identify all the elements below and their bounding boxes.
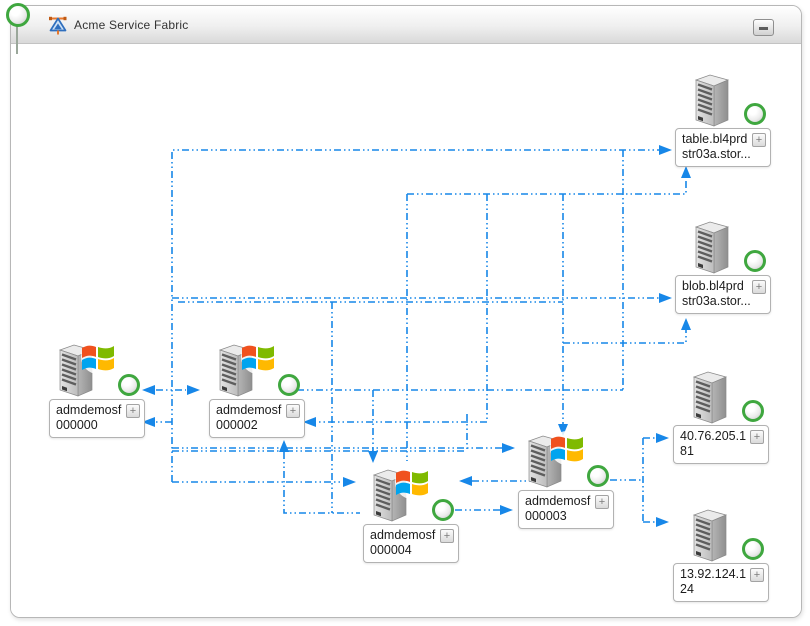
- node-name-line1: blob.bl4prd: [682, 279, 744, 293]
- node-name-line1: admdemosf: [56, 403, 122, 417]
- node-name-line2: str03a.stor...: [682, 147, 751, 161]
- node-name-line1: admdemosf: [370, 528, 436, 542]
- node-name-line2: 000003: [525, 509, 567, 523]
- node-label[interactable]: 40.76.205.1 81 +: [673, 425, 769, 464]
- node-name-line2: 000002: [216, 418, 258, 432]
- node-name-line2: 24: [680, 582, 694, 596]
- green-status-circle: [742, 400, 764, 422]
- green-status-circle: [744, 250, 766, 272]
- status-connector-line: [16, 24, 18, 54]
- green-status-circle: [587, 465, 609, 487]
- expand-button[interactable]: +: [750, 430, 764, 444]
- node-name-line2: 000000: [56, 418, 98, 432]
- server-icon: [687, 72, 737, 128]
- green-status-circle: [278, 374, 300, 396]
- server-icon: [687, 219, 737, 275]
- expand-button[interactable]: +: [286, 404, 300, 418]
- green-status-circle: [432, 499, 454, 521]
- panel-title: Acme Service Fabric: [74, 18, 189, 32]
- node-name-line1: 13.92.124.1: [680, 567, 747, 581]
- node-name-line1: table.bl4prd: [682, 132, 748, 146]
- green-status-circle: [6, 3, 30, 27]
- expand-button[interactable]: +: [595, 495, 609, 509]
- windows-server-icon: [213, 339, 277, 399]
- expand-button[interactable]: +: [752, 133, 766, 147]
- node-label[interactable]: admdemosf 000003 +: [518, 490, 614, 529]
- expand-button[interactable]: +: [126, 404, 140, 418]
- node-label[interactable]: admdemosf 000000 +: [49, 399, 145, 438]
- windows-server-icon: [522, 430, 586, 490]
- green-status-circle: [744, 103, 766, 125]
- node-name-line2: 81: [680, 444, 694, 458]
- minimize-button[interactable]: [753, 19, 774, 36]
- node-label[interactable]: 13.92.124.1 24 +: [673, 563, 769, 602]
- green-status-circle: [742, 538, 764, 560]
- server-icon: [685, 369, 735, 425]
- node-name-line1: admdemosf: [216, 403, 282, 417]
- windows-server-icon: [53, 339, 117, 399]
- expand-button[interactable]: +: [750, 568, 764, 582]
- distributed-application-icon: [49, 16, 67, 35]
- node-name-line1: admdemosf: [525, 494, 591, 508]
- panel-titlebar: Acme Service Fabric: [11, 6, 801, 44]
- expand-button[interactable]: +: [440, 529, 454, 543]
- node-label[interactable]: admdemosf 000004 +: [363, 524, 459, 563]
- expand-button[interactable]: +: [752, 280, 766, 294]
- green-status-circle: [118, 374, 140, 396]
- node-name-line1: 40.76.205.1: [680, 429, 747, 443]
- server-icon: [685, 507, 735, 563]
- node-label[interactable]: blob.bl4prd str03a.stor... +: [675, 275, 771, 314]
- node-label[interactable]: admdemosf 000002 +: [209, 399, 305, 438]
- node-name-line2: str03a.stor...: [682, 294, 751, 308]
- node-label[interactable]: table.bl4prd str03a.stor... +: [675, 128, 771, 167]
- service-fabric-panel: Acme Service Fabric: [10, 5, 802, 618]
- windows-server-icon: [367, 464, 431, 524]
- minimize-icon: [759, 27, 768, 30]
- node-name-line2: 000004: [370, 543, 412, 557]
